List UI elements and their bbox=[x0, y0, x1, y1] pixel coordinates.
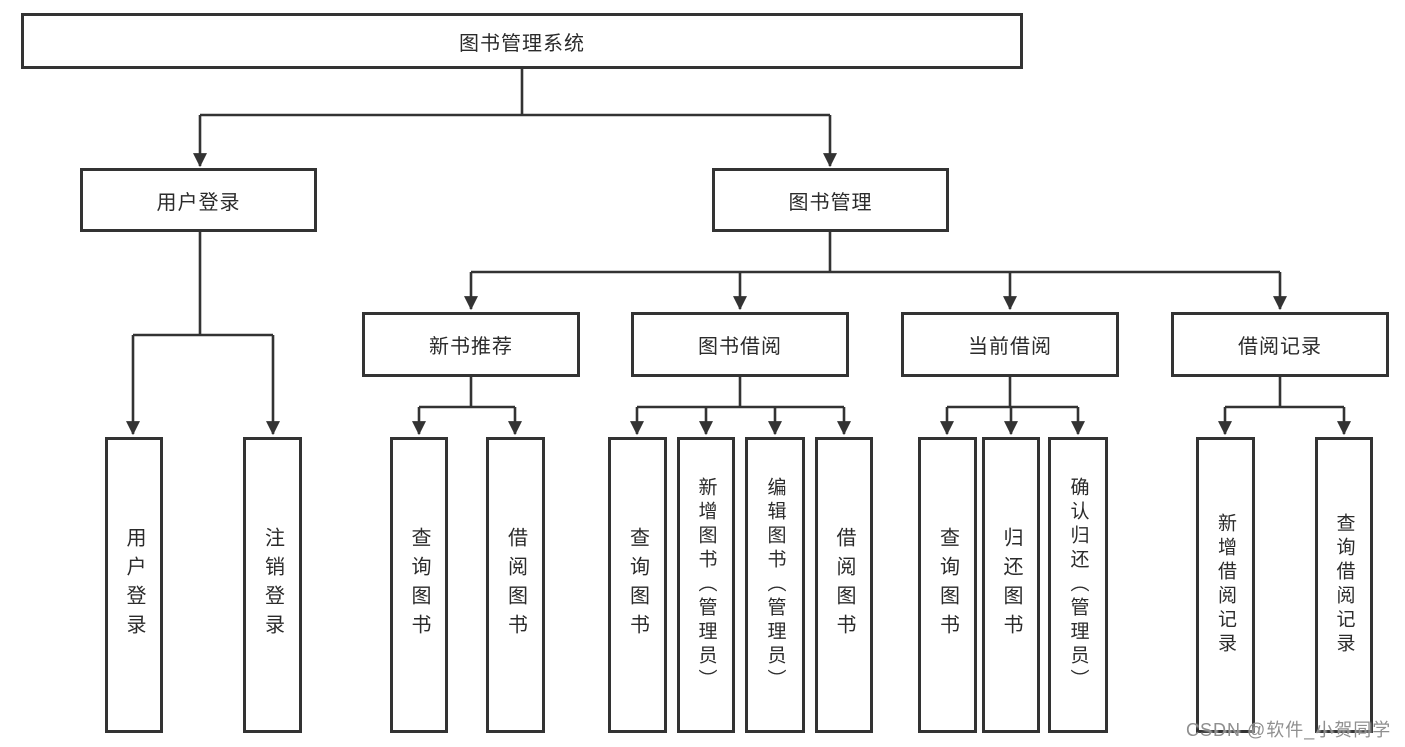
node-label: 查询图书 bbox=[936, 527, 959, 643]
node-label: 图书借阅 bbox=[698, 336, 782, 358]
node-current-borrow: 当前借阅 bbox=[901, 312, 1119, 377]
node-book-management: 图书管理 bbox=[712, 168, 949, 232]
node-leaf-query-books-2: 查询图书 bbox=[608, 437, 667, 733]
node-label: 编辑图书（管理员） bbox=[764, 477, 786, 693]
node-leaf-query-books-1: 查询图书 bbox=[390, 437, 448, 733]
node-label: 新增借阅记录 bbox=[1215, 513, 1236, 657]
node-leaf-confirm-return-admin: 确认归还（管理员） bbox=[1048, 437, 1108, 733]
node-label: 新增图书（管理员） bbox=[695, 477, 717, 693]
node-label: 新书推荐 bbox=[429, 336, 513, 358]
node-label: 借阅图书 bbox=[504, 527, 527, 643]
node-label: 当前借阅 bbox=[968, 336, 1052, 358]
node-leaf-borrow-books-2: 借阅图书 bbox=[815, 437, 873, 733]
node-book-borrow: 图书借阅 bbox=[631, 312, 849, 377]
node-leaf-query-borrow-record: 查询借阅记录 bbox=[1315, 437, 1373, 733]
node-label: 查询图书 bbox=[626, 527, 649, 643]
node-label: 归还图书 bbox=[1000, 527, 1022, 643]
node-leaf-return-books: 归还图书 bbox=[982, 437, 1040, 733]
node-label: 图书管理 bbox=[788, 191, 873, 214]
node-label: 图书管理系统 bbox=[459, 32, 585, 55]
node-leaf-borrow-books-1: 借阅图书 bbox=[486, 437, 545, 733]
node-leaf-edit-books-admin: 编辑图书（管理员） bbox=[745, 437, 805, 733]
node-label: 确认归还（管理员） bbox=[1067, 477, 1089, 693]
node-new-book-recommend: 新书推荐 bbox=[362, 312, 580, 377]
node-label: 用户登录 bbox=[123, 527, 145, 643]
node-label: 查询图书 bbox=[408, 527, 430, 643]
node-leaf-logout: 注销登录 bbox=[243, 437, 302, 733]
node-label: 查询借阅记录 bbox=[1333, 513, 1355, 657]
node-leaf-query-books-3: 查询图书 bbox=[918, 437, 977, 733]
node-borrow-records: 借阅记录 bbox=[1171, 312, 1389, 377]
node-label: 借阅图书 bbox=[833, 527, 855, 643]
node-leaf-add-borrow-record: 新增借阅记录 bbox=[1196, 437, 1255, 733]
node-leaf-add-books-admin: 新增图书（管理员） bbox=[677, 437, 735, 733]
node-root-library-system: 图书管理系统 bbox=[21, 13, 1023, 69]
node-user-login: 用户登录 bbox=[80, 168, 317, 232]
node-label: 注销登录 bbox=[261, 527, 284, 643]
csdn-watermark: CSDN @软件_小贺同学 bbox=[1186, 720, 1392, 740]
node-label: 借阅记录 bbox=[1238, 336, 1322, 358]
node-leaf-user-login: 用户登录 bbox=[105, 437, 163, 733]
node-label: 用户登录 bbox=[156, 191, 241, 214]
